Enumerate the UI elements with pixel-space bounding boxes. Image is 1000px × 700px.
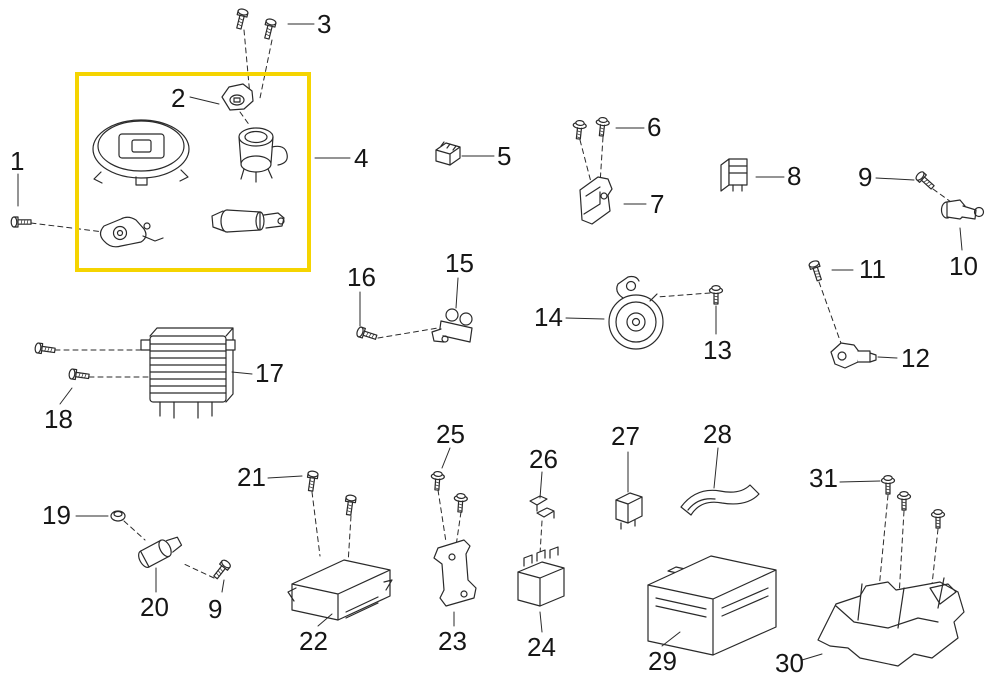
part-label-10: 10	[949, 251, 978, 281]
assembly-lines	[30, 29, 952, 615]
part-label-4: 4	[354, 143, 369, 173]
part-6-screw-a	[571, 119, 588, 141]
part-grommet-drawing	[110, 510, 126, 522]
part-sensor15-drawing	[431, 308, 473, 343]
part-ignition-cap-drawing	[221, 83, 254, 111]
part-relay24-drawing	[517, 546, 565, 607]
part-ignition-switch-drawing	[238, 127, 288, 183]
part-horn-drawing	[608, 275, 664, 350]
part-13-bolt	[708, 285, 724, 305]
leader-lines	[17, 23, 963, 661]
part-battery-drawing	[647, 555, 777, 656]
part-label-15: 15	[445, 248, 474, 278]
part-9-bolt-a	[913, 169, 937, 192]
part-label-27: 27	[611, 421, 640, 451]
part-label-22: 22	[299, 626, 328, 656]
part-label-1: 1	[10, 146, 25, 176]
part-21-bolt-b	[343, 493, 357, 517]
part-bracket7-drawing	[579, 176, 613, 225]
part-relay8-drawing	[720, 158, 748, 192]
part-label-12: 12	[901, 343, 930, 373]
part-clips-drawing	[529, 495, 555, 519]
part-31-screw-b	[896, 491, 912, 511]
part-meter-drawing	[92, 119, 190, 186]
part-label-9b: 9	[208, 594, 223, 624]
part-label-13: 13	[703, 335, 732, 365]
part-label-5: 5	[497, 141, 512, 171]
part-label-26: 26	[529, 444, 558, 474]
part-6-screw-b	[594, 116, 611, 138]
part-sensor20-drawing	[138, 536, 183, 568]
part-31-screw-c	[930, 509, 946, 529]
part-label-18: 18	[44, 404, 73, 434]
part-label-6: 6	[647, 112, 662, 142]
part-label-21: 21	[237, 462, 266, 492]
part-label-19: 19	[42, 500, 71, 530]
part-25-screw-a	[429, 470, 446, 492]
part-label-30: 30	[775, 648, 804, 678]
part-relay27-drawing	[615, 492, 643, 530]
part-label-9a: 9	[858, 162, 873, 192]
part-bracket23-drawing	[433, 539, 477, 607]
part-label-14: 14	[534, 302, 563, 332]
part-label-3: 3	[317, 9, 332, 39]
part-18-bolt-a	[33, 342, 57, 356]
part-3-bolt-a	[233, 7, 250, 31]
part-label-31: 31	[809, 463, 838, 493]
part-label-20: 20	[140, 592, 169, 622]
part-label-24: 24	[527, 632, 556, 662]
part-21-bolt-a	[305, 469, 319, 493]
part-3-bolt-b	[261, 17, 278, 41]
part-31-screw-a	[880, 475, 896, 495]
part-tray-drawing	[817, 577, 965, 667]
part-16-bolt	[355, 325, 379, 343]
part-11-bolt	[807, 259, 825, 283]
part-label-7: 7	[650, 189, 665, 219]
part-lock-drawing	[99, 216, 164, 248]
part-label-2: 2	[171, 83, 186, 113]
part-key-set-drawing	[211, 209, 285, 233]
part-1-bolt	[10, 216, 32, 228]
part-regulator-drawing	[140, 327, 236, 419]
part-25-screw-b	[452, 492, 469, 514]
part-ecu-drawing	[287, 559, 393, 621]
part-9-bolt-b	[210, 558, 233, 582]
part-sensor12-drawing	[830, 342, 877, 369]
part-18-bolt-b	[67, 368, 91, 382]
part-label-23: 23	[438, 626, 467, 656]
part-bracket28-drawing	[680, 484, 760, 516]
part-label-29: 29	[648, 646, 677, 676]
part-label-11: 11	[859, 254, 886, 284]
part-sensor10-drawing	[940, 199, 985, 220]
part-label-8: 8	[787, 161, 802, 191]
part-label-25: 25	[436, 419, 465, 449]
part-label-28: 28	[703, 419, 732, 449]
part-connector5-drawing	[435, 141, 461, 166]
part-label-16: 16	[347, 262, 376, 292]
part-label-17: 17	[255, 358, 284, 388]
